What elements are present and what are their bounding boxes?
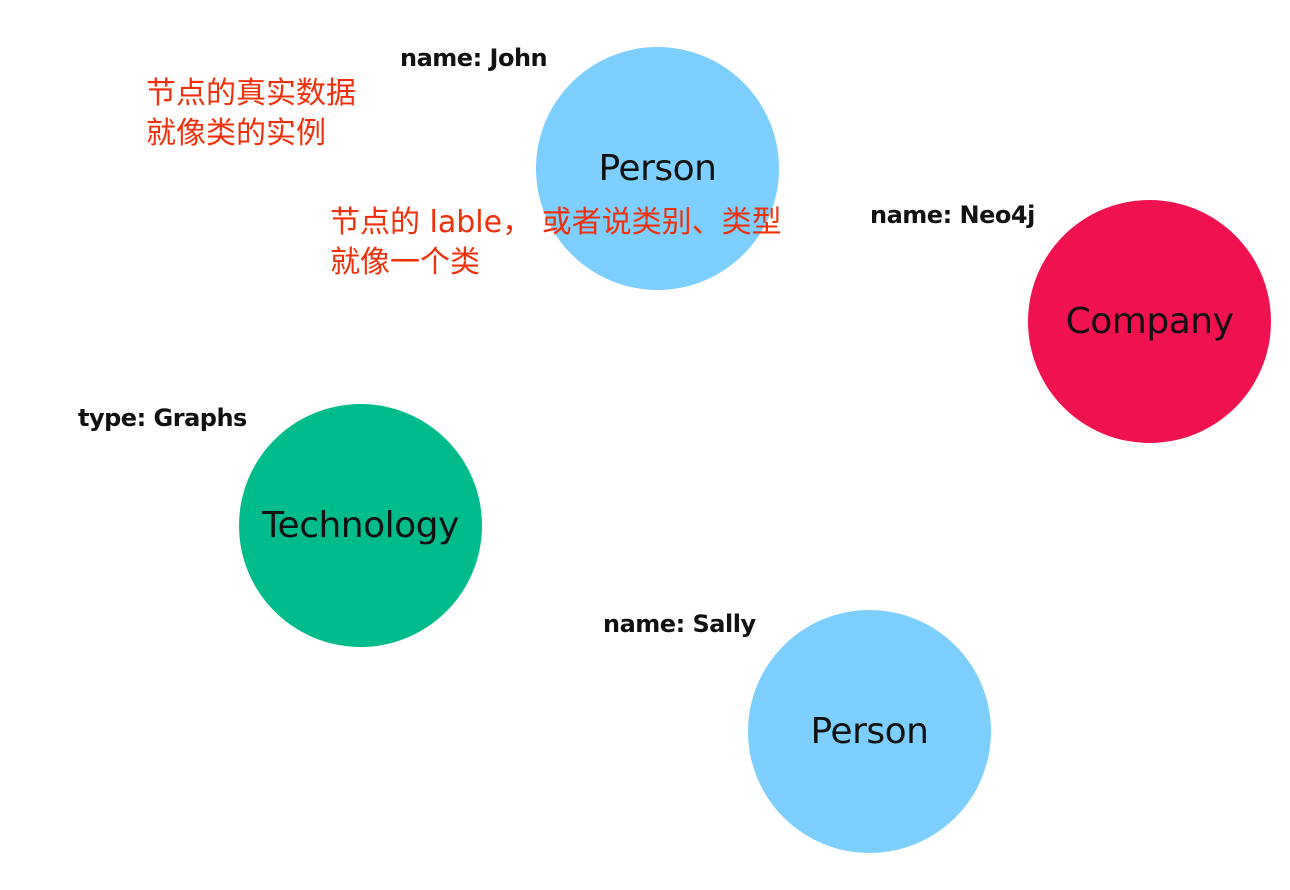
technology-node[interactable]: Technology bbox=[239, 404, 482, 647]
person-node-john[interactable]: Person bbox=[536, 47, 779, 290]
person-node-sally[interactable]: Person bbox=[748, 610, 991, 853]
property-type-graphs: type: Graphs bbox=[78, 404, 247, 432]
node-label: Person bbox=[598, 148, 717, 189]
annotation-instance-note: 节点的真实数据 就像类的实例 bbox=[146, 74, 356, 154]
annotation-line: 就像类的实例 bbox=[146, 116, 326, 151]
node-label: Technology bbox=[262, 505, 459, 546]
property-name-neo4j: name: Neo4j bbox=[870, 201, 1035, 229]
annotation-line: 节点的真实数据 bbox=[146, 76, 356, 111]
property-name-sally: name: Sally bbox=[603, 610, 756, 638]
annotation-line: 就像一个类 bbox=[330, 245, 480, 280]
annotation-line: 节点的 lable， 或者说类别、类型 bbox=[330, 205, 782, 240]
property-name-john: name: John bbox=[400, 44, 548, 72]
node-label: Company bbox=[1065, 301, 1234, 342]
company-node[interactable]: Company bbox=[1028, 200, 1271, 443]
annotation-label-note: 节点的 lable， 或者说类别、类型 就像一个类 bbox=[330, 203, 782, 283]
node-label: Person bbox=[810, 711, 929, 752]
